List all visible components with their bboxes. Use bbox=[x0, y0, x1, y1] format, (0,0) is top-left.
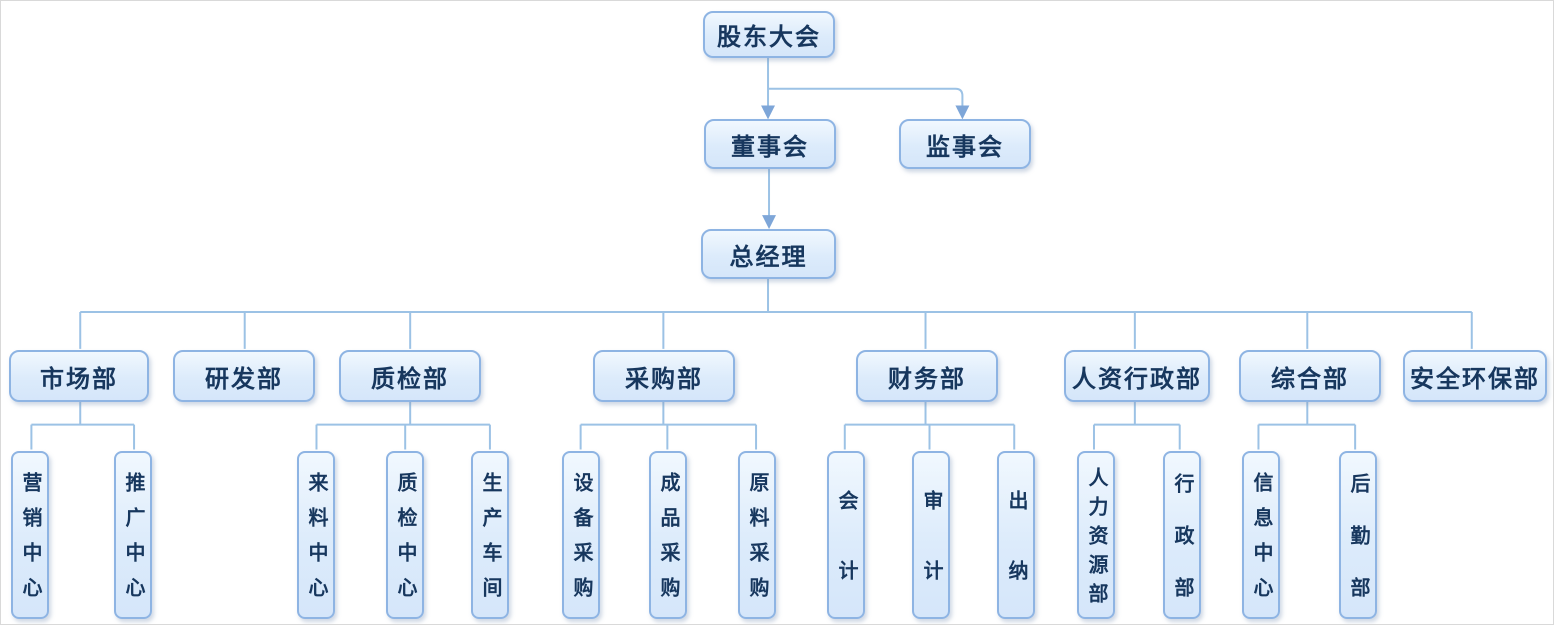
node-marketing-center[interactable]: 营销中心 bbox=[11, 451, 49, 619]
node-label: 安全环保部 bbox=[1410, 365, 1540, 393]
node-quality-inspection-center[interactable]: 质检中心 bbox=[386, 451, 424, 619]
node-accounting[interactable]: 会计 bbox=[827, 451, 865, 624]
node-label: 出纳 bbox=[1005, 490, 1027, 625]
node-label: 董事会 bbox=[731, 133, 809, 161]
node-cashier[interactable]: 出纳 bbox=[997, 451, 1035, 624]
node-label: 质检部 bbox=[371, 365, 449, 393]
node-dept-quality-inspection[interactable]: 质检部 bbox=[339, 350, 481, 402]
node-label: 研发部 bbox=[205, 365, 283, 393]
node-label: 会计 bbox=[835, 490, 857, 625]
node-label: 设备采购 bbox=[570, 472, 592, 612]
node-dept-rnd[interactable]: 研发部 bbox=[173, 350, 315, 402]
node-dept-safety-environment[interactable]: 安全环保部 bbox=[1403, 350, 1547, 402]
node-label: 质检中心 bbox=[394, 472, 416, 612]
node-dept-procurement[interactable]: 采购部 bbox=[593, 350, 735, 402]
node-label: 来料中心 bbox=[305, 472, 327, 612]
node-board-of-directors[interactable]: 董事会 bbox=[704, 119, 836, 169]
node-label: 行政部 bbox=[1171, 473, 1193, 625]
node-dept-general-affairs[interactable]: 综合部 bbox=[1239, 350, 1381, 402]
node-finished-goods-procurement[interactable]: 成品采购 bbox=[649, 451, 687, 619]
node-supervisory-board[interactable]: 监事会 bbox=[899, 119, 1031, 169]
node-label: 总经理 bbox=[729, 243, 808, 271]
node-label: 营销中心 bbox=[19, 472, 41, 612]
node-label: 后勤部 bbox=[1347, 473, 1369, 625]
node-human-resources-dept[interactable]: 人力资源部 bbox=[1077, 451, 1115, 619]
node-general-manager[interactable]: 总经理 bbox=[701, 229, 836, 279]
node-label: 采购部 bbox=[625, 365, 703, 393]
node-raw-material-procurement[interactable]: 原料采购 bbox=[738, 451, 776, 619]
node-shareholders-meeting[interactable]: 股东大会 bbox=[703, 11, 835, 58]
node-dept-hr-admin[interactable]: 人资行政部 bbox=[1064, 350, 1210, 402]
node-administration-dept[interactable]: 行政部 bbox=[1163, 451, 1201, 624]
node-promotion-center[interactable]: 推广中心 bbox=[114, 451, 152, 619]
node-label: 推广中心 bbox=[122, 472, 144, 612]
node-label: 信息中心 bbox=[1250, 472, 1272, 612]
node-label: 综合部 bbox=[1271, 365, 1349, 393]
node-audit[interactable]: 审计 bbox=[912, 451, 950, 624]
node-label: 审计 bbox=[920, 490, 942, 625]
node-dept-finance[interactable]: 财务部 bbox=[856, 350, 998, 402]
node-label: 人资行政部 bbox=[1072, 365, 1202, 393]
node-incoming-material-center[interactable]: 来料中心 bbox=[297, 451, 335, 619]
node-logistics-dept[interactable]: 后勤部 bbox=[1339, 451, 1377, 624]
node-production-workshop[interactable]: 生产车间 bbox=[471, 451, 509, 619]
node-label: 成品采购 bbox=[657, 472, 679, 612]
node-label: 人力资源部 bbox=[1085, 466, 1107, 612]
node-label: 监事会 bbox=[926, 133, 1004, 161]
node-label: 股东大会 bbox=[717, 24, 821, 51]
node-dept-marketing[interactable]: 市场部 bbox=[9, 350, 149, 402]
node-label: 生产车间 bbox=[479, 472, 501, 612]
node-information-center[interactable]: 信息中心 bbox=[1242, 451, 1280, 619]
node-equipment-procurement[interactable]: 设备采购 bbox=[562, 451, 600, 619]
node-label: 市场部 bbox=[40, 365, 118, 393]
node-label: 财务部 bbox=[888, 365, 966, 393]
node-label: 原料采购 bbox=[746, 472, 768, 612]
